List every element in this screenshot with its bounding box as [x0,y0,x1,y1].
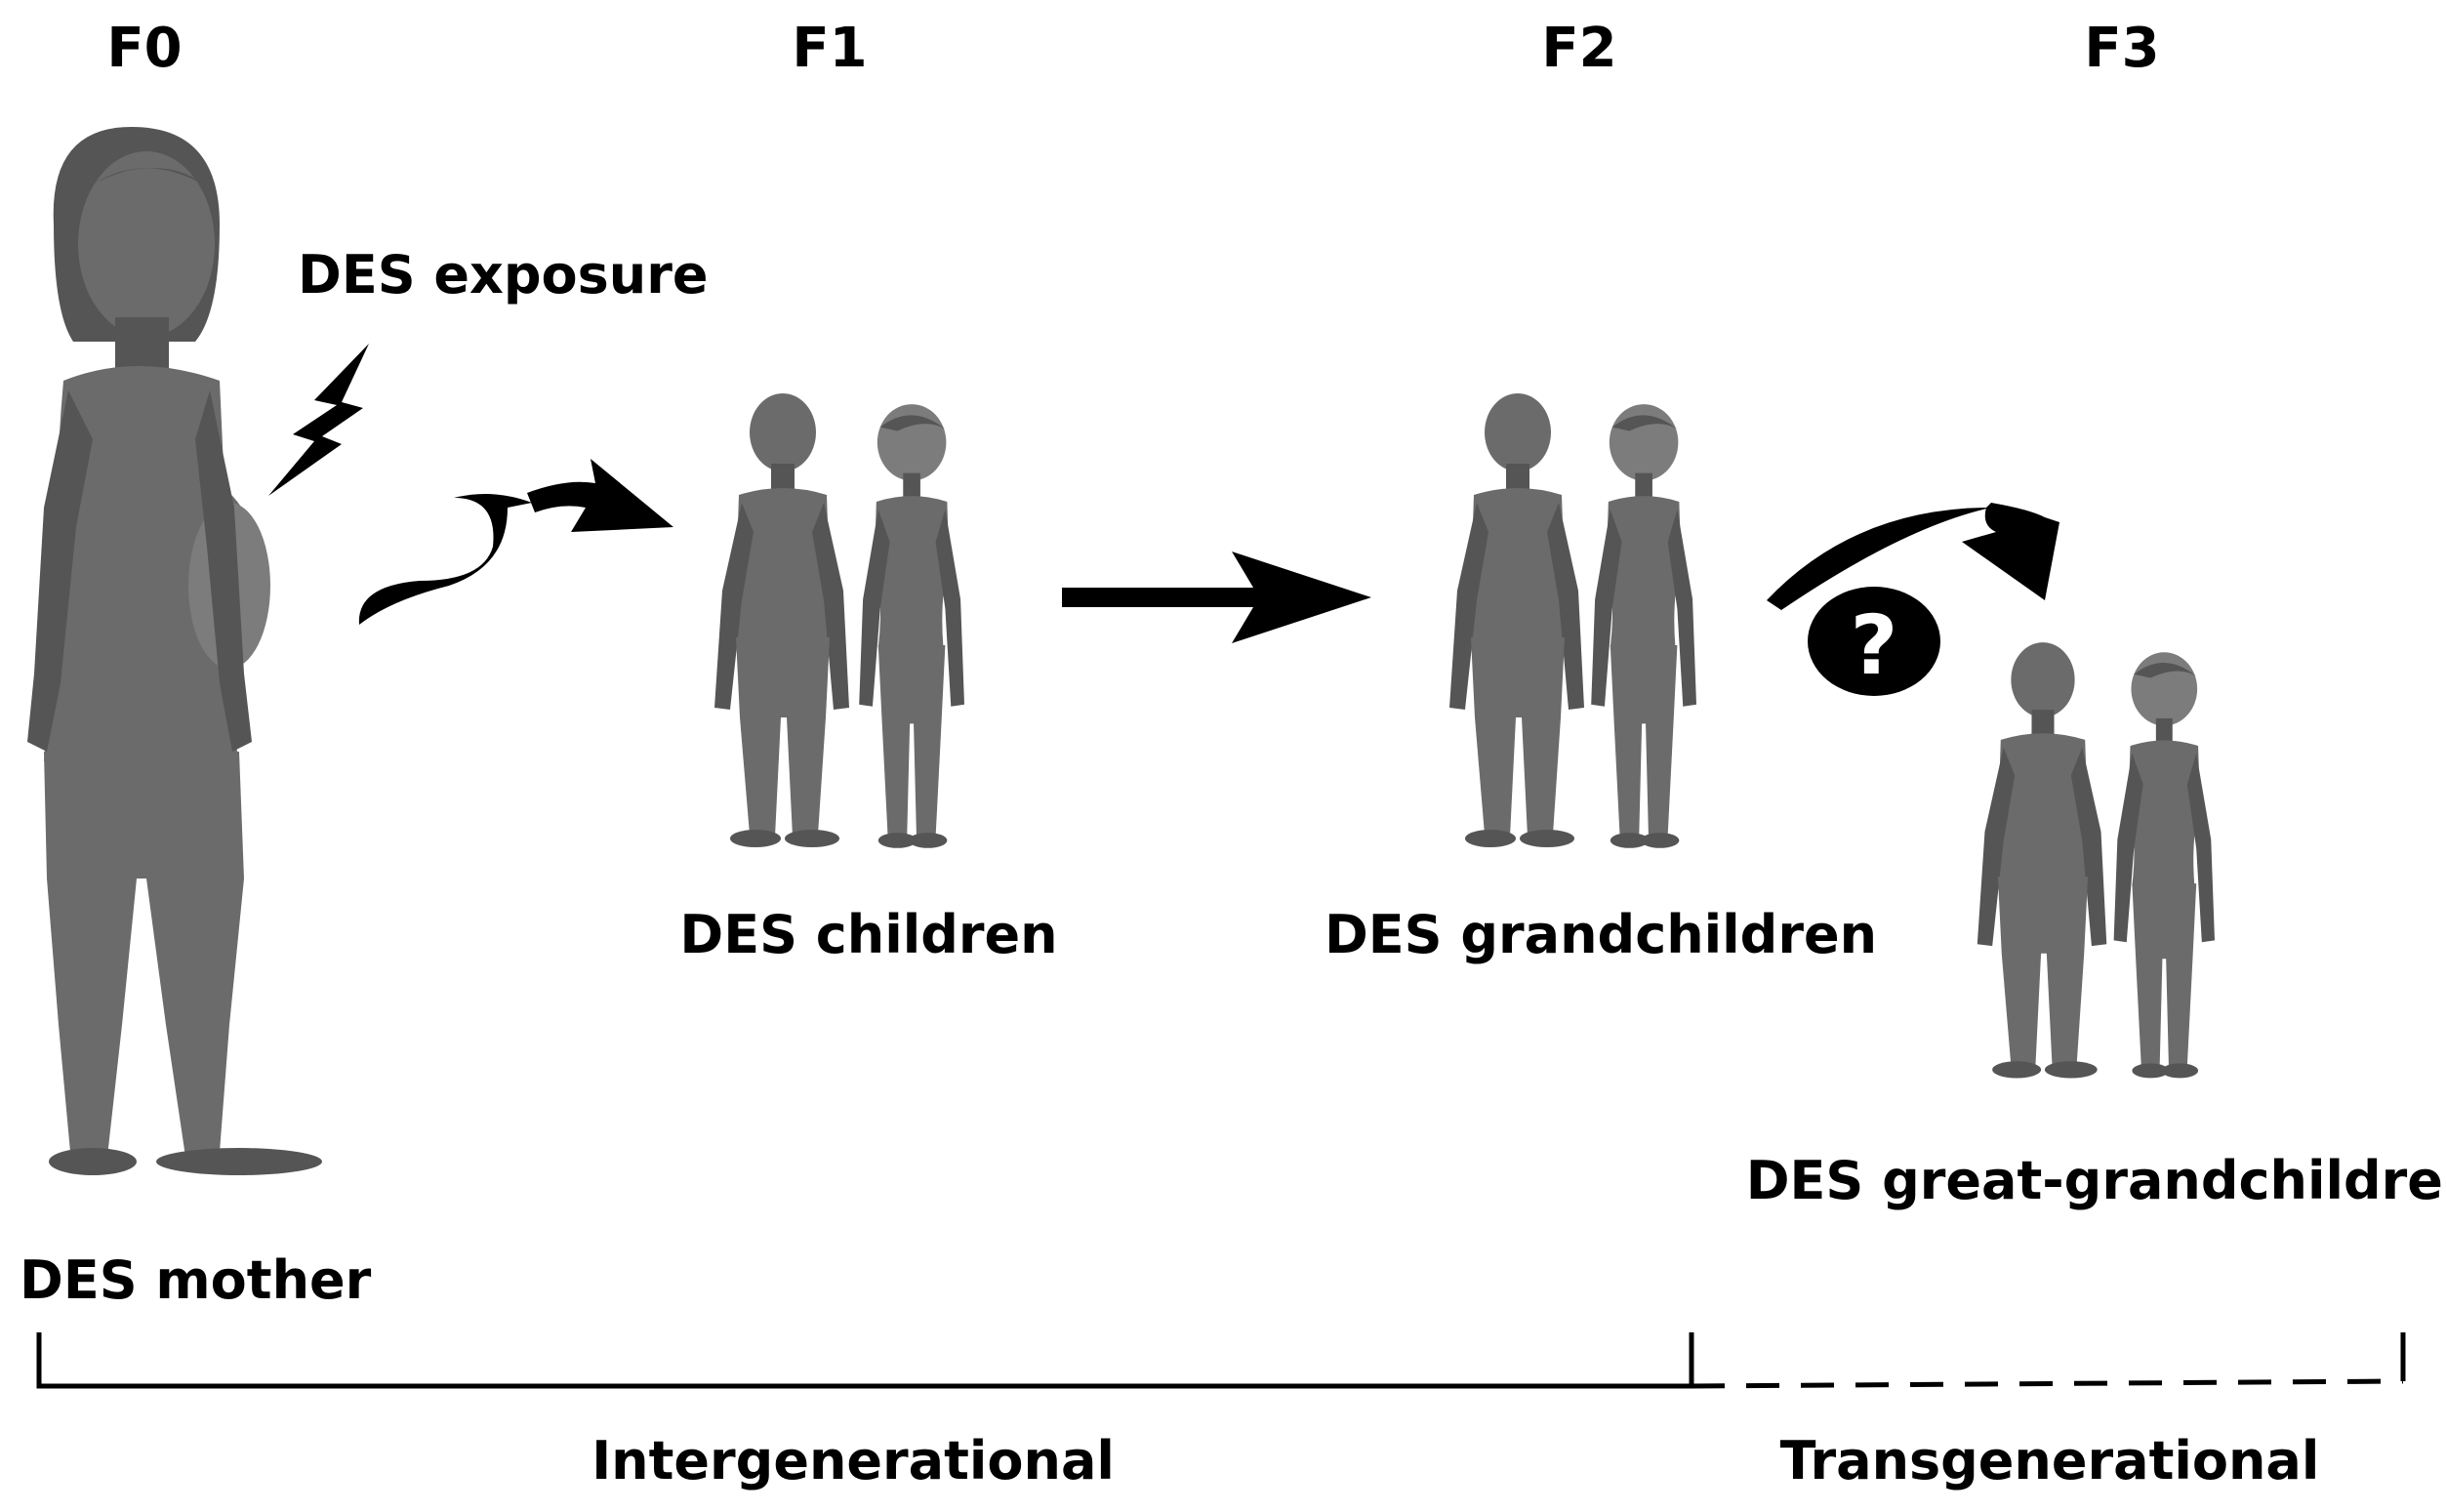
generation-label-f1: F1 [792,17,867,80]
des-mother-label: DES mother [20,1249,372,1311]
intergenerational-bracket [36,1332,1694,1389]
f3-female-figure [2113,652,2215,1079]
f2-male-figure [1449,393,1584,847]
generation-label-f0: F0 [106,17,182,80]
f2-female-figure [1591,404,1696,848]
svg-text:?: ? [1851,597,1898,693]
f3-male-figure [1977,642,2107,1079]
transgenerational-bracket [1691,1332,2406,1389]
curved-arrow [1767,503,2059,610]
f1-male-figure [714,393,849,847]
intergenerational-label: Intergenerational [591,1430,1115,1492]
lightning-bolt-icon [268,344,369,496]
generation-label-f2: F2 [1541,17,1616,80]
des-grandchildren-label: DES grandchildren [1325,904,1877,965]
question-mark-icon: ? [1808,587,1940,696]
straight-arrow [1062,552,1371,643]
des-exposure-label: DES exposure [298,244,708,306]
generation-label-f3: F3 [2084,17,2159,80]
f1-female-figure [859,404,964,848]
squiggle-arrow [358,459,673,625]
mother-figure [27,127,322,1175]
transgenerational-label: Transgenerational [1780,1430,2320,1492]
des-children-label: DES children [679,904,1057,965]
des-great-grandchildren-label: DES great-grandchildren [1746,1150,2446,1211]
